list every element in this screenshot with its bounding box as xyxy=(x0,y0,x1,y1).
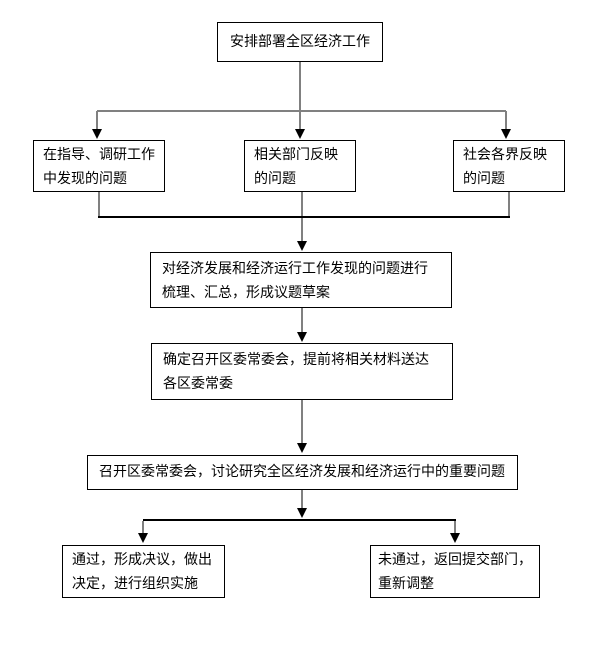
arrowhead-to-source-guidance xyxy=(92,129,102,139)
node-summarize: 对经济发展和经济运行工作发现的问题进行梳理、汇总，形成议题草案 xyxy=(150,252,452,308)
node-source-guidance: 在指导、调研工作中发现的问题 xyxy=(33,140,165,192)
node-start: 安排部署全区经济工作 xyxy=(217,22,383,62)
arrowhead-to-meeting xyxy=(297,443,307,453)
node-source-society: 社会各界反映的问题 xyxy=(453,140,565,192)
node-meeting: 召开区委常委会，讨论研究全区经济发展和经济运行中的重要问题 xyxy=(87,455,518,490)
arrowhead-to-schedule xyxy=(297,332,307,342)
arrowhead-to-approved xyxy=(138,533,148,543)
arrowhead-to-source-departments xyxy=(295,129,305,139)
arrowhead-to-rejected xyxy=(450,533,460,543)
arrowhead-to-summarize xyxy=(297,241,307,251)
node-rejected: 未通过，返回提交部门，重新调整 xyxy=(370,545,540,598)
node-schedule: 确定召开区委常委会，提前将相关材料送达各区委常委 xyxy=(151,343,453,400)
arrowhead-to-source-society xyxy=(501,129,511,139)
node-approved: 通过，形成决议，做出决定，进行组织实施 xyxy=(62,545,225,598)
node-source-departments: 相关部门反映的问题 xyxy=(244,140,356,192)
arrowhead-at-bottom-split xyxy=(297,508,307,518)
